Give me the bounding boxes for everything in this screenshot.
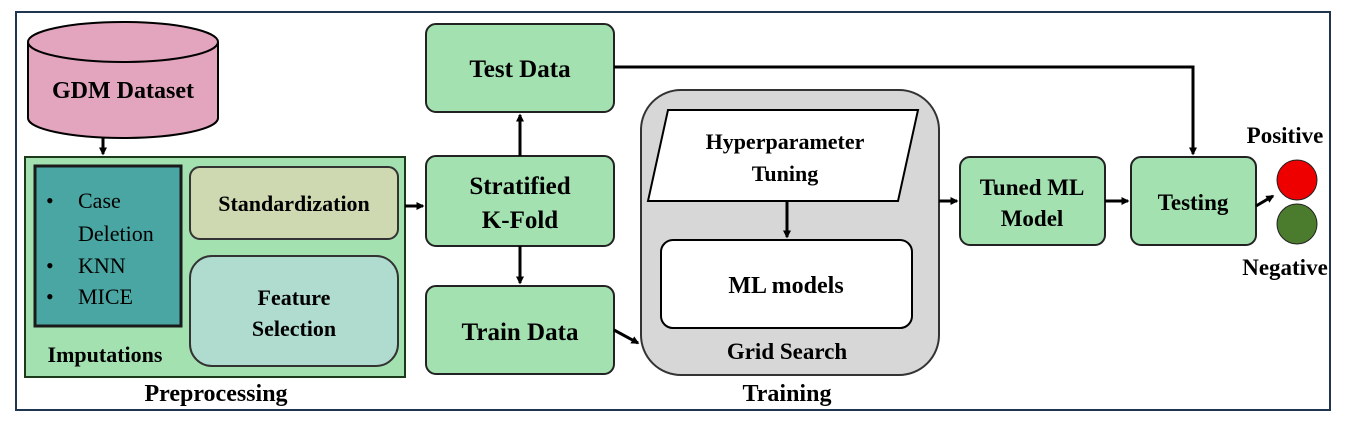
stratified-line2: K-Fold: [482, 207, 558, 234]
testing-label: Testing: [1158, 190, 1229, 215]
tuned-model-line2: Model: [1001, 206, 1064, 231]
standardization-box: [189, 166, 399, 240]
arrow-testing-to-outcome: [1255, 194, 1275, 208]
grid-search-label: Grid Search: [727, 339, 848, 364]
arrow-train-to-grid: [613, 328, 640, 345]
arrow-test-to-testing: [614, 65, 1197, 156]
positive-indicator-icon: [1276, 159, 1318, 201]
imputations-box: [33, 164, 183, 328]
training-label: Training: [743, 381, 832, 407]
diagram-frame: [15, 11, 1331, 411]
hyperparameter-tuning-box: [646, 109, 920, 202]
stratified-line1: Stratified: [469, 173, 570, 200]
dataset-label: GDM Dataset: [52, 78, 194, 104]
preprocessing-label: Preprocessing: [144, 381, 287, 407]
standardization-label: Standardization: [218, 191, 370, 216]
negative-indicator-icon: [1276, 203, 1318, 245]
tuned-model-line1: Tuned ML: [980, 175, 1085, 200]
gdm-dataset-cylinder: GDM Dataset: [27, 21, 219, 139]
bullet: •: [46, 284, 54, 309]
tuned-ml-model-box: [959, 156, 1106, 246]
test-data-label: Test Data: [469, 56, 571, 83]
hyperparameter-line2: Tuning: [752, 161, 818, 186]
imputation-item: KNN: [78, 253, 126, 278]
positive-label: Positive: [1247, 123, 1324, 148]
feature-selection-line1: Feature: [258, 285, 331, 310]
bullet: •: [46, 253, 54, 278]
feature-selection-box: [189, 255, 399, 367]
hyperparameter-line1: Hyperparameter: [706, 129, 865, 154]
imputation-item: MICE: [78, 284, 133, 309]
imputation-item: Deletion: [78, 221, 154, 246]
train-data-label: Train Data: [462, 319, 579, 346]
imputations-label: Imputations: [48, 342, 163, 367]
imputation-list: • Case Deletion • KNN • MICE: [46, 188, 154, 309]
negative-label: Negative: [1242, 255, 1328, 280]
ml-models-box: [660, 239, 913, 329]
feature-selection-line2: Selection: [252, 316, 336, 341]
bullet: •: [46, 188, 54, 213]
testing-box: [1130, 156, 1257, 246]
ml-models-label: ML models: [728, 273, 843, 299]
imputation-item: Case: [78, 188, 121, 213]
